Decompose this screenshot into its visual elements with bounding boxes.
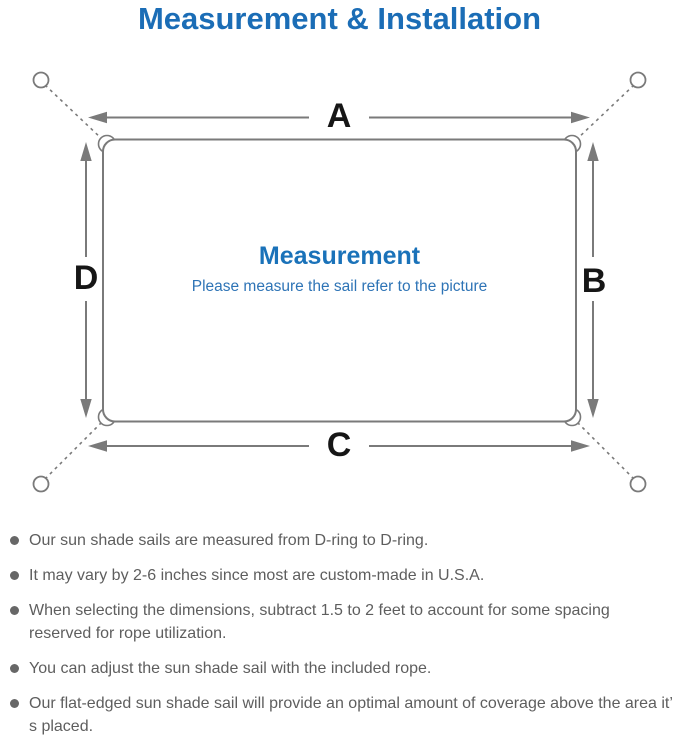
dimension-label-c: C [326,426,352,464]
dimension-label-d: D [73,259,99,297]
note-text: Our sun shade sails are measured from D-… [29,532,429,549]
note-item: When selecting the dimensions, subtract … [10,599,674,645]
bullet-dot-icon [10,699,19,708]
anchor-point-icon [629,475,647,493]
arrowhead-right-icon [571,440,590,452]
note-item: You can adjust the sun shade sail with t… [10,657,674,680]
bullet-dot-icon [10,606,19,615]
note-text: When selecting the dimensions, subtract … [29,602,610,642]
note-text: It may vary by 2-6 inches since most are… [29,567,485,584]
arrowhead-down-icon [80,399,92,418]
bullet-dot-icon [10,571,19,580]
diagram-center-text: Measurement Please measure the sail refe… [103,242,576,296]
rope-dashed-line-top-left [44,84,104,141]
bullet-dot-icon [10,536,19,545]
anchor-point-icon [32,71,50,89]
anchor-point-icon [629,71,647,89]
dimension-label-b: B [581,262,607,300]
dimension-label-a: A [326,97,352,135]
rope-dashed-line-bottom-left [44,420,104,480]
note-text: You can adjust the sun shade sail with t… [29,660,432,677]
page-title: Measurement & Installation [137,1,542,36]
note-text: Our flat-edged sun shade sail will provi… [29,695,673,735]
rope-dashed-line-top-right [575,84,635,141]
bullet-dot-icon [10,664,19,673]
diagram-heading: Measurement [258,242,421,270]
arrowhead-left-icon [88,111,107,124]
diagram-subheading: Please measure the sail refer to the pic… [191,277,488,295]
rope-dashed-line-bottom-right [575,420,635,480]
note-item: It may vary by 2-6 inches since most are… [10,564,674,587]
arrowhead-left-icon [88,440,107,452]
arrowhead-right-icon [571,111,590,124]
note-item: Our flat-edged sun shade sail will provi… [10,692,674,738]
notes-list: Our sun shade sails are measured from D-… [10,529,674,739]
arrowhead-up-icon [587,142,599,161]
arrowhead-up-icon [80,142,92,161]
sail-outline [102,138,577,423]
arrowhead-down-icon [587,399,599,418]
note-item: Our sun shade sails are measured from D-… [10,529,674,552]
anchor-point-icon [32,475,50,493]
